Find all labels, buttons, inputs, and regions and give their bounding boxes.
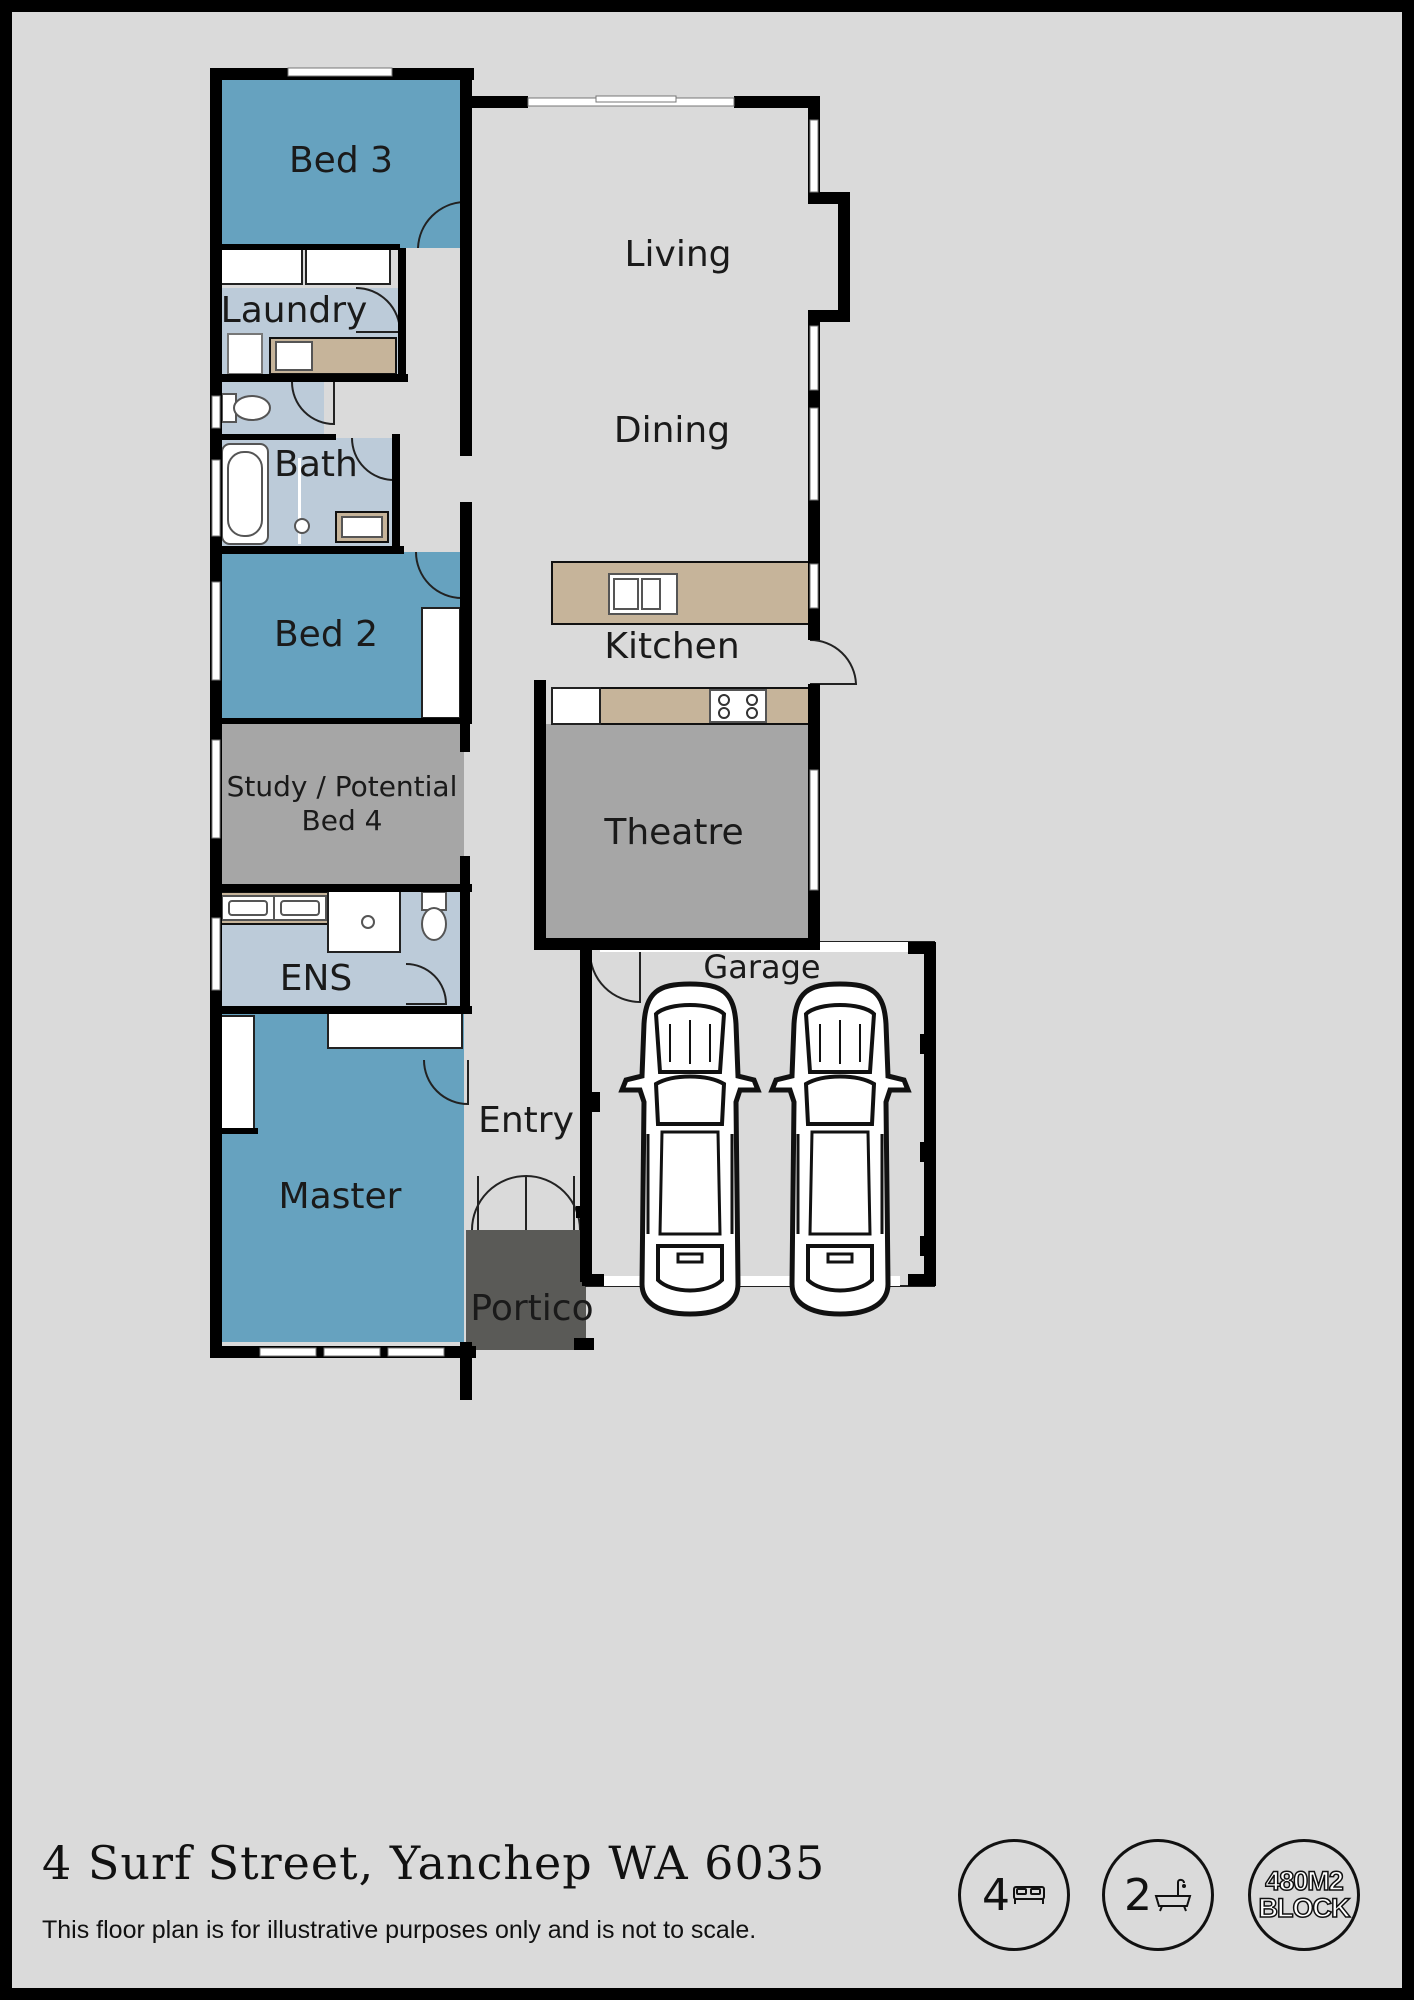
bath-shower-screen <box>298 458 301 544</box>
ens-sink-icon <box>273 895 327 921</box>
car-icon <box>772 984 908 1314</box>
laundry-cupboard-a <box>217 247 303 285</box>
theatre-room <box>540 724 808 942</box>
study-label-line2: Bed 4 <box>302 804 383 837</box>
master-wir <box>327 1011 463 1049</box>
master-robe <box>217 1015 255 1133</box>
ens-sink-icon <box>221 895 275 921</box>
ens-label: ENS <box>280 958 353 999</box>
floor-plan: Bed 3 Laundry Bath Bed 2 Study / Potenti… <box>210 67 936 1400</box>
study-room <box>218 724 464 886</box>
bed3-label: Bed 3 <box>289 140 393 181</box>
entry-label: Entry <box>478 1100 574 1141</box>
property-address: 4 Surf Street, Yanchep WA 6035 <box>42 1836 826 1890</box>
master-label: Master <box>279 1176 402 1217</box>
portico-area <box>466 1230 586 1350</box>
cooktop-icon <box>709 689 767 723</box>
bedrooms-badge: 4 <box>958 1839 1070 1951</box>
bath-sink-icon <box>335 511 389 543</box>
portico-label: Portico <box>470 1288 593 1329</box>
laundry-cupboard-b <box>305 247 391 285</box>
dining-label: Dining <box>614 410 730 451</box>
washer <box>227 333 263 375</box>
kitchen-sink-icon <box>608 573 678 615</box>
block-size-value: 480M2 <box>1264 1866 1344 1896</box>
bathroom-count: 2 <box>1124 1869 1152 1921</box>
living-label: Living <box>624 234 731 275</box>
garage-label: Garage <box>703 948 820 986</box>
bedroom-count: 4 <box>982 1869 1010 1921</box>
car-icon <box>622 984 758 1314</box>
fridge-space <box>551 687 601 725</box>
door-swings <box>291 200 858 1231</box>
bed2-robe <box>421 607 461 719</box>
laundry-label: Laundry <box>221 290 368 331</box>
wc-toilet-icon <box>221 393 271 423</box>
ens-toilet-icon <box>421 891 447 941</box>
bath-label: Bath <box>274 444 358 485</box>
block-size-badge: 480M2 BLOCK <box>1248 1839 1360 1951</box>
disclaimer-text: This floor plan is for illustrative purp… <box>42 1916 757 1944</box>
bed2-label: Bed 2 <box>274 614 378 655</box>
theatre-label: Theatre <box>603 812 743 853</box>
study-label-line1: Study / Potential <box>227 770 458 803</box>
bed-icon <box>1013 1886 1045 1904</box>
bed3-room <box>218 76 464 248</box>
windows <box>211 67 819 1357</box>
kitchen-island <box>551 561 811 625</box>
kitchen-label: Kitchen <box>604 626 739 667</box>
ens-shower-icon <box>361 915 375 929</box>
floor-plan-sheet: Bed 3 Laundry Bath Bed 2 Study / Potenti… <box>12 12 1402 1988</box>
block-size-unit: BLOCK <box>1258 1893 1352 1923</box>
bathtub-icon <box>221 443 269 545</box>
master-room <box>218 1012 464 1342</box>
laundry-sink-icon <box>275 341 313 371</box>
shower-icon <box>294 518 310 534</box>
bathtub-icon <box>1154 1878 1192 1912</box>
bathrooms-badge: 2 <box>1102 1839 1214 1951</box>
